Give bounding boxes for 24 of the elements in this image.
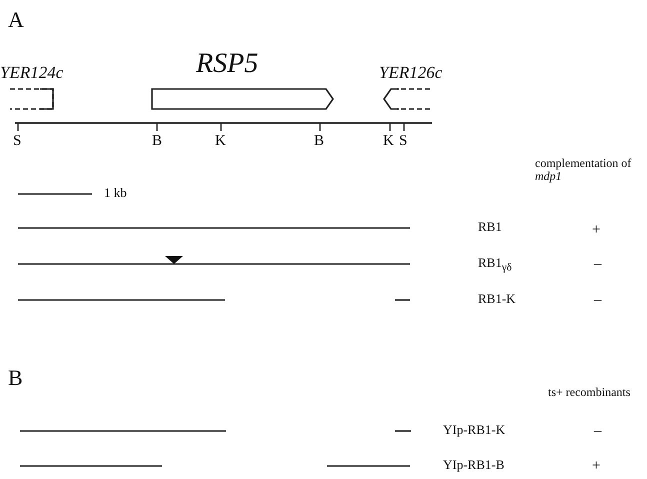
construct-name: YIp-RB1-B bbox=[443, 458, 504, 472]
column-heading: ts+ recombinants bbox=[548, 386, 630, 400]
panel-letter: A bbox=[8, 8, 24, 32]
construct-name: RB1$_{γδ}$ bbox=[478, 256, 512, 274]
construct-name: YIp-RB1-K bbox=[443, 423, 506, 438]
construct-name: RB1-K bbox=[478, 292, 516, 306]
result-sign: + bbox=[592, 222, 600, 238]
panel-letter: B bbox=[8, 366, 23, 390]
restriction-site-label: S bbox=[13, 133, 22, 150]
restriction-site-label: K bbox=[215, 133, 226, 150]
column-heading: complementation of mdp1 bbox=[535, 157, 632, 184]
gene-name: YER124c bbox=[0, 64, 64, 81]
result-sign: – bbox=[594, 256, 602, 272]
restriction-site-label: B bbox=[152, 133, 162, 150]
result-sign: + bbox=[592, 458, 600, 474]
restriction-site-label: K bbox=[383, 133, 394, 150]
gene-name: RSP5 bbox=[196, 50, 258, 78]
result-sign: – bbox=[594, 423, 602, 440]
restriction-site-label: S bbox=[399, 133, 408, 150]
result-sign: – bbox=[594, 292, 602, 308]
gene-name: YER126c bbox=[379, 64, 442, 81]
scale-label: 1 kb bbox=[104, 186, 127, 200]
restriction-site-label: B bbox=[314, 133, 324, 150]
construct-name: RB1 bbox=[478, 220, 502, 234]
